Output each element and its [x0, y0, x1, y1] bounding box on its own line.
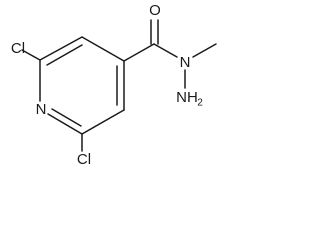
bond-c5-c6	[81, 109, 125, 135]
atom-ring-nitrogen: N	[36, 101, 47, 118]
bond-amide-n-methyl	[192, 43, 217, 58]
double-bond-c6-n1	[51, 108, 82, 127]
bond-carbonyl-amide-n	[153, 43, 178, 58]
atom-chlorine-top: Cl	[11, 40, 25, 57]
chemical-structure-diagram: Cl N Cl O N NH 2	[11, 2, 217, 168]
pyridine-ring	[39, 36, 125, 135]
double-bond-c2-c3	[46, 44, 83, 66]
bond-c3-c4	[81, 36, 125, 62]
bond-c2-cl-top	[21, 49, 41, 61]
atom-carbonyl-oxygen: O	[149, 2, 161, 19]
atom-chlorine-bottom: Cl	[77, 151, 91, 168]
atom-amide-nitrogen: N	[180, 54, 191, 71]
atom-amine-nitrogen: NH	[176, 89, 198, 106]
atom-amine-subscript: 2	[197, 98, 203, 109]
bond-c6-n1	[47, 113, 83, 135]
hydrazide-group	[123, 19, 217, 89]
bond-c4-carbonyl	[123, 43, 155, 62]
bond-c2-c3	[39, 36, 83, 61]
